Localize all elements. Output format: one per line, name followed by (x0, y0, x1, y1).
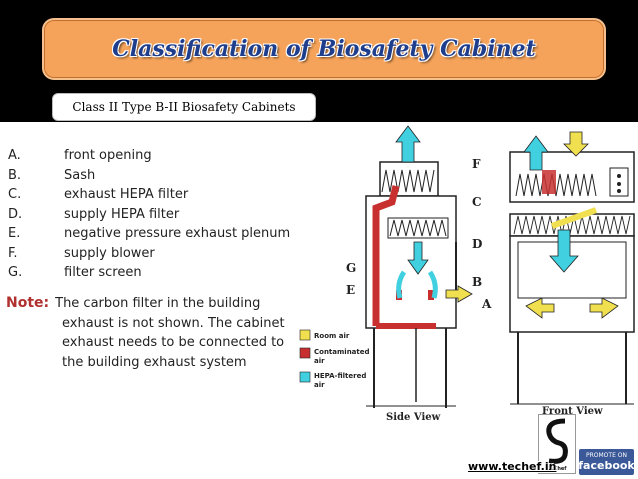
label-b: B (472, 275, 482, 289)
front-exhaust-filter (515, 173, 597, 197)
side-view-caption: Side View (386, 412, 441, 423)
legend-letter: G. (8, 265, 23, 280)
cabinet-diagram-svg: F C D B A G E Room air Contaminated air … (299, 125, 635, 423)
logo-text: TeChef (548, 466, 568, 472)
label-c: C (472, 195, 482, 209)
grille-contaminated (428, 290, 434, 300)
label-g: G (346, 261, 356, 275)
legend-text: Sash (64, 167, 96, 183)
hepa-downflow-arrow (407, 241, 429, 275)
note-label: Note: (6, 295, 50, 311)
label-f: F (472, 157, 481, 171)
legend-text: filter screen (64, 265, 142, 280)
supply-hepa-zigzag (389, 219, 447, 237)
front-room-air-flow (550, 207, 598, 229)
content-area: A. front opening B. Sash C. exhaust HEPA fi… (0, 122, 638, 479)
front-work-area (509, 235, 635, 333)
note-block: Note: The carbon filter in the building e… (6, 294, 301, 372)
key-contaminated-label: Contaminated (314, 348, 370, 356)
key-room-air-swatch (299, 329, 311, 341)
front-room-air-arrow (563, 131, 589, 157)
label-a: A (481, 297, 492, 311)
front-hepa-exhaust-arrow (523, 135, 549, 171)
facebook-text: facebook (578, 458, 635, 472)
side-view: F C D B A G E Room air Contaminated air … (299, 125, 492, 423)
hepa-split-right (427, 270, 438, 299)
facebook-small-text: PROMOTE ON (586, 451, 627, 459)
legend-text: negative pressure exhaust plenum (64, 226, 291, 241)
key-room-air-label: Room air (314, 332, 350, 340)
legend-letter: F. (8, 245, 18, 261)
legend-letter: B. (8, 167, 22, 183)
note-line: exhaust is not shown. The cabinet (62, 315, 285, 331)
legend-item: G. filter screen (6, 263, 290, 283)
key-contaminated-label: air (314, 357, 325, 365)
note-line: the building exhaust system (62, 354, 247, 370)
note-line: The carbon filter in the building (55, 296, 261, 311)
label-e: E (346, 283, 355, 297)
legend-item: E. negative pressure exhaust plenum (6, 224, 290, 244)
control-knob (617, 174, 621, 178)
key-hepa-label: HEPA-filtered (314, 372, 366, 380)
legend-list: A. front opening B. Sash C. exhaust HEPA fi… (6, 146, 290, 283)
exhaust-hepa-filter (381, 169, 435, 193)
website-link[interactable]: www.techef.in (468, 460, 557, 473)
note-line: exhaust needs to be connected to (62, 335, 285, 350)
legend-item: F. supply blower (6, 244, 290, 264)
hepa-exhaust-arrow (395, 125, 421, 163)
front-hepa-downflow (549, 229, 579, 273)
front-supply-zigzag (513, 215, 631, 235)
room-air-arrow (445, 285, 473, 303)
front-intake-arrow-right (589, 297, 619, 319)
legend-item: B. Sash (6, 166, 290, 186)
exhaust-housing (379, 161, 439, 197)
slide-title: Classification of Biosafety Cabinet (112, 36, 536, 62)
front-intake-arrow-left (525, 297, 555, 319)
key-contaminated-swatch (299, 347, 311, 359)
legend-letter: C. (8, 187, 22, 202)
techef-logo-icon: TeChef (546, 418, 568, 472)
legend-text: supply blower (64, 245, 155, 261)
legend-item: A. front opening (6, 146, 290, 166)
legend-text: supply HEPA filter (64, 206, 180, 222)
front-sash-window (517, 241, 627, 299)
title-banner: Classification of Biosafety Cabinet (42, 18, 606, 80)
legend-letter: D. (8, 206, 23, 222)
legend-text: front opening (64, 148, 152, 163)
cabinet-diagram: F C D B A G E Room air Contaminated air … (296, 122, 638, 479)
contaminated-air-plenum (372, 185, 400, 326)
key-hepa-label: air (314, 381, 325, 389)
control-knob (617, 189, 621, 193)
hepa-split-left (396, 270, 407, 299)
facebook-badge[interactable]: PROMOTE ON facebook (578, 448, 635, 476)
slide-subtitle: Class II Type B-II Biosafety Cabinets (72, 100, 296, 114)
front-view-caption: Front View (542, 406, 603, 417)
label-d: D (472, 237, 482, 251)
front-contaminated-plume (542, 170, 556, 194)
control-knob (617, 182, 621, 186)
front-view: Front View (509, 131, 635, 417)
key-hepa-swatch (299, 371, 311, 383)
legend-item: D. supply HEPA filter (6, 205, 290, 225)
techef-logo: TeChef (538, 414, 576, 474)
legend-letter: A. (8, 148, 21, 163)
legend-text: exhaust HEPA filter (64, 187, 189, 202)
legend-letter: E. (8, 226, 21, 241)
subtitle-box: Class II Type B-II Biosafety Cabinets (52, 93, 316, 121)
legend-item: C. exhaust HEPA filter (6, 185, 290, 205)
